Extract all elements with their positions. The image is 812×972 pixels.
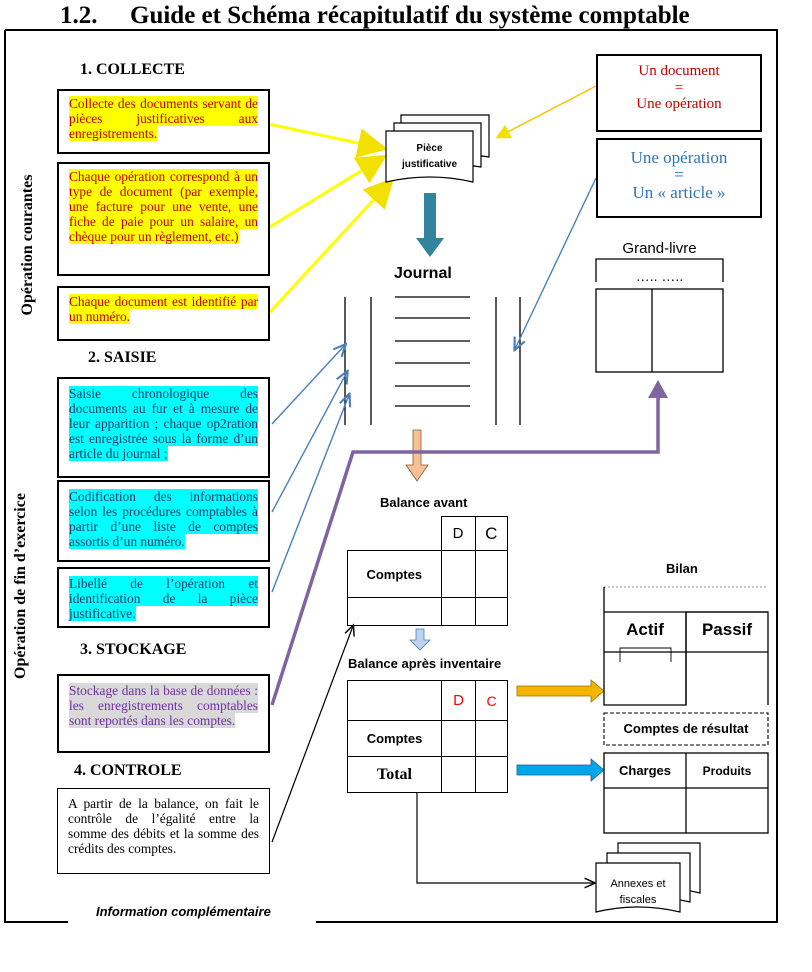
arrow-saisie-2 (271, 372, 347, 513)
document-equals-operation-box: Un document = Une opération (596, 54, 762, 132)
collecte-text-2: Chaque opération correspond à un type de… (69, 169, 258, 244)
balance-apres-comptes: Comptes (347, 720, 442, 757)
controle-text: A partir de la balance, on fait le contr… (68, 796, 259, 856)
arrow-collecte-1 (267, 122, 388, 158)
title-text: Guide et Schéma récapitulatif du système… (130, 2, 690, 29)
arrow-resultat (516, 758, 605, 782)
balance-avant-table: D C Comptes (347, 515, 508, 627)
balance-apres-title: Balance après inventaire (348, 656, 502, 671)
journal-label: Journal (394, 265, 452, 282)
bilan-actif: Actif (626, 620, 664, 639)
arrow-annexes (416, 793, 594, 883)
balance-apres-credit: C (475, 680, 508, 721)
collecte-text-3: Chaque document est identifié par un num… (69, 294, 258, 324)
piece-line2: justificative (401, 159, 458, 170)
saisie-box-2: Codification des informations selon les … (57, 480, 270, 562)
balance-apres-total: Total (347, 756, 442, 793)
arrow-saisie-3 (271, 395, 349, 593)
stockage-text: Stockage dans la base de données : les e… (69, 683, 258, 728)
annexes-line1: Annexes et (610, 878, 666, 890)
collecte-text-1: Collecte des documents servant de pièces… (69, 96, 258, 141)
grand-livre-dots: ….. ….. (635, 268, 684, 284)
heading-controle: 4. CONTROLE (74, 762, 182, 779)
arrow-journal-balance (405, 429, 429, 482)
annexes-label: Annexes et fiscales (596, 876, 680, 908)
operation-equals-article-box: Une opération = Un « article » (596, 138, 762, 218)
arrow-operation-box (515, 177, 597, 349)
collecte-box-2: Chaque opération correspond à un type de… (57, 162, 270, 276)
arrow-collecte-2 (267, 154, 388, 230)
document-line2: = (674, 80, 684, 96)
heading-collecte: 1. COLLECTE (80, 61, 185, 78)
piece-line1: Pièce (416, 143, 443, 154)
balance-apres-debit: D (441, 680, 476, 721)
arrow-saisie-1 (271, 345, 345, 425)
saisie-box-3: Libellé de l’opération et identification… (57, 567, 270, 628)
heading-stockage: 3. STOCKAGE (80, 641, 187, 658)
frame-left-line (4, 30, 68, 923)
heading-saisie: 2. SAISIE (88, 349, 157, 366)
stockage-box: Stockage dans la base de données : les e… (57, 674, 270, 753)
label-operations-courantes: Opération courantes (19, 174, 36, 316)
saisie-text-3: Libellé de l’opération et identification… (69, 576, 258, 621)
document-line1: Un document (638, 63, 720, 79)
info-complementaire: Information complémentaire (96, 904, 271, 919)
grand-livre-title: Grand-livre (622, 240, 697, 257)
bilan-title: Bilan (666, 561, 698, 576)
balance-avant-debit: D (440, 515, 476, 552)
balance-avant-title: Balance avant (380, 495, 468, 510)
balance-avant-credit: C (474, 515, 508, 552)
document-line3: Une opération (636, 96, 722, 112)
comptes-resultat-produits: Produits (702, 764, 752, 778)
page-title: 1.2. Guide et Schéma récapitulatif du sys… (60, 2, 690, 30)
label-operations-fin-exercice: Opération de fin d’exercice (12, 493, 29, 679)
arrow-stockage-grandlivre (270, 396, 660, 706)
piece-justificative: Pièce justificative (386, 141, 473, 173)
arrow-document-box (495, 85, 597, 139)
operation-line3: Un « article » (632, 183, 726, 202)
operation-line1: Une opération (630, 148, 728, 167)
balance-apres-table: D C Comptes Total (347, 680, 508, 793)
collecte-box-3: Chaque document est identifié par un num… (57, 286, 270, 341)
operation-line2: = (674, 165, 684, 184)
balance-avant-comptes: Comptes (347, 550, 442, 598)
arrow-balance-apres (409, 628, 431, 651)
arrow-piece-journal (416, 193, 444, 257)
collecte-box-1: Collecte des documents servant de pièces… (57, 89, 270, 154)
arrow-collecte-3 (266, 177, 395, 316)
comptes-resultat-title: Comptes de résultat (623, 721, 749, 736)
controle-box: A partir de la balance, on fait le contr… (57, 788, 270, 874)
saisie-text-1: Saisie chronologique des documents au fu… (69, 386, 258, 461)
title-number: 1.2. (60, 2, 98, 29)
saisie-box-1: Saisie chronologique des documents au fu… (57, 377, 270, 478)
frame-top-line (5, 29, 778, 923)
annexes-line2: fiscales (619, 894, 657, 906)
arrow-bilan (516, 679, 605, 703)
comptes-resultat-charges: Charges (618, 763, 672, 778)
arrow-controle-balance (271, 626, 353, 843)
saisie-text-2: Codification des informations selon les … (69, 489, 258, 549)
bilan-passif: Passif (701, 620, 753, 639)
